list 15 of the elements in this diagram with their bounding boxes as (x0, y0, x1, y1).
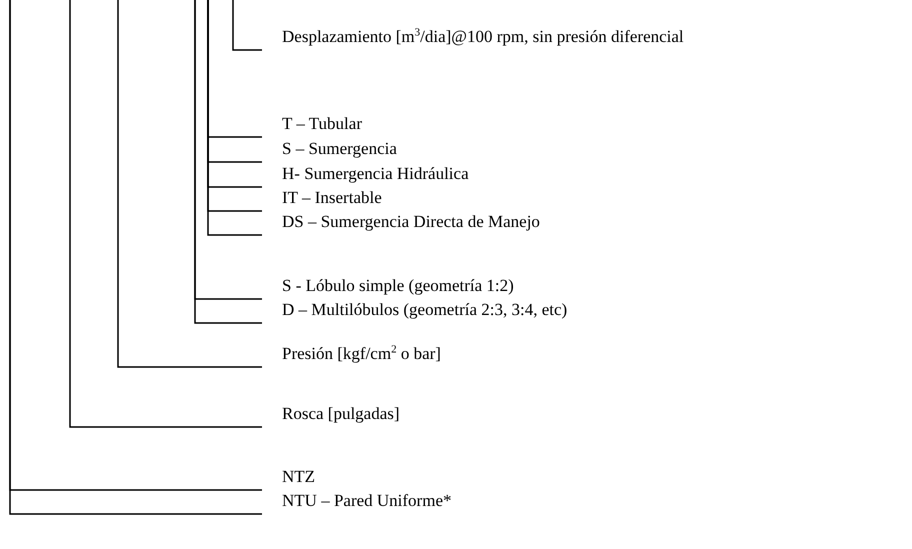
leader-line (69, 0, 262, 428)
code-description: Desplazamiento [m$^{3}$/dia]@100 rpm, sin presión diferencial (282, 27, 684, 47)
code-description: NTZ (282, 467, 316, 487)
code-description: IT – Insertable (282, 188, 382, 208)
code-description: NTU – Pared Uniforme* (282, 491, 452, 511)
code-description: T – Tubular (282, 114, 362, 134)
code-description: H- Sumergencia Hidráulica (282, 164, 469, 184)
code-description: D – Multilóbulos (geometría 2:3, 3:4, etc) (282, 300, 568, 320)
leader-line (117, 0, 262, 368)
code-description: Presión [kgf/cm$^{2}$ o bar] (282, 344, 441, 364)
code-description: DS – Sumergencia Directa de Manejo (282, 212, 540, 232)
code-description: S - Lóbulo simple (geometría 1:2) (282, 276, 514, 296)
code-description: S – Sumergencia (282, 139, 397, 159)
leader-line (232, 0, 262, 51)
code-description: Rosca [pulgadas] (282, 404, 400, 424)
